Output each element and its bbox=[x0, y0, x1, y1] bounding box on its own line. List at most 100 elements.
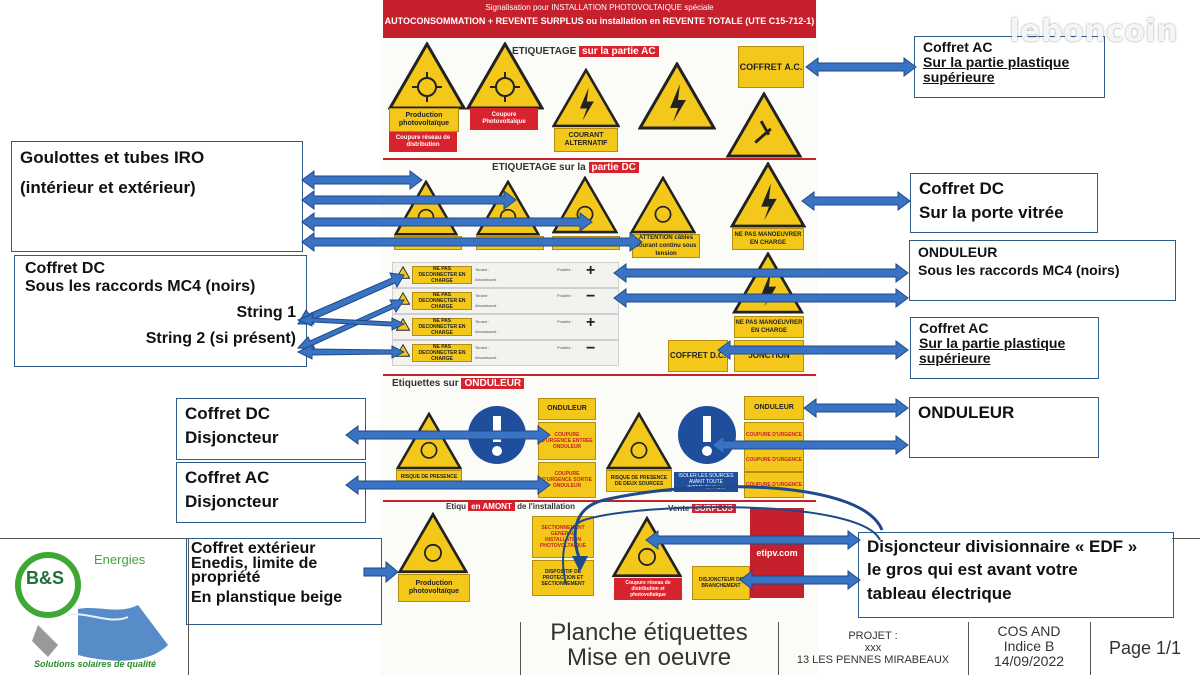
footer-divider bbox=[520, 622, 521, 675]
section-onduleur-prefix: Etiquettes sur bbox=[392, 378, 459, 389]
note-line: String 2 (si présent) bbox=[145, 330, 296, 347]
note-coffret-exterieur: Coffret extérieur Enedis, limite de prop… bbox=[186, 538, 382, 625]
label-ne-pas-deconnecter: NE PAS DECONNECTER EN CHARGE bbox=[412, 266, 472, 284]
solar-warning-icon bbox=[398, 512, 468, 574]
row-polarite: Polarité : bbox=[557, 345, 573, 350]
double-arrow bbox=[711, 435, 909, 455]
section-dc-title: ETIQUETAGE sur la partie DC bbox=[492, 162, 639, 173]
solar-warning-icon bbox=[630, 176, 696, 234]
footer-top-line bbox=[1172, 538, 1200, 539]
double-arrow bbox=[805, 57, 917, 77]
footer-divider bbox=[968, 622, 969, 675]
footer-projet-value: xxx bbox=[864, 642, 882, 654]
solar-warning-icon bbox=[612, 516, 682, 578]
note-line: Enedis, limite de bbox=[191, 555, 318, 572]
footer-title: Planche étiquettes Mise en oeuvre bbox=[522, 620, 776, 670]
row-tenant: Tenant : bbox=[475, 345, 490, 350]
label-ne-pas-manoeuvrer-2: NE PAS MANOEUVRER EN CHARGE bbox=[734, 316, 804, 338]
note-line: Sur la partie plastique bbox=[919, 335, 1066, 351]
double-arrow bbox=[613, 288, 909, 308]
double-arrow bbox=[803, 398, 909, 418]
double-arrow bbox=[297, 272, 405, 325]
note-onduleur-mc4: ONDULEUR Sous les raccords MC4 (noirs) bbox=[909, 240, 1176, 301]
label-disjoncteur-branchement: DISJONCTEUR DE BRANCHEMENT bbox=[692, 566, 750, 600]
note-line: Sur la partie plastique bbox=[923, 54, 1070, 70]
double-arrow bbox=[645, 530, 861, 550]
row-aboutissant: Aboutissant : bbox=[475, 303, 499, 308]
note-title: Coffret AC bbox=[919, 320, 989, 336]
footer-date: 14/09/2022 bbox=[993, 653, 1065, 669]
note-line: En planstique beige bbox=[191, 589, 343, 606]
note-line: Disjoncteur bbox=[185, 492, 279, 511]
note-title: Coffret DC bbox=[185, 404, 270, 423]
label-attention-courant: ATTENTION câbles courant continu sous te… bbox=[632, 234, 700, 258]
row-aboutissant: Aboutissant : bbox=[475, 329, 499, 334]
section-ac-red: sur la partie AC bbox=[579, 46, 659, 57]
label-ne-pas-deconnecter: NE PAS DECONNECTER EN CHARGE bbox=[412, 344, 472, 362]
company-logo bbox=[15, 552, 168, 661]
double-arrow bbox=[301, 212, 593, 232]
label-coupure-urgence-entree: COUPURE D'URGENCE ENTREE ONDULEUR bbox=[538, 422, 596, 460]
double-arrow bbox=[345, 475, 551, 495]
label-production-pv-2: Production photovoltaïque bbox=[398, 574, 470, 602]
section-ac-prefix: ETIQUETAGE bbox=[512, 46, 577, 57]
electric-warning-icon bbox=[638, 62, 716, 130]
section-amont-prefix: Etiqu bbox=[446, 502, 466, 511]
section-dc-prefix: ETIQUETAGE sur la bbox=[492, 162, 586, 173]
note-title: Coffret DC bbox=[919, 179, 1004, 198]
double-arrow bbox=[301, 170, 423, 190]
label-coupure-urgence-sortie: COUPURE D'URGENCE SORTIE ONDULEUR bbox=[538, 462, 596, 498]
note-goulottes: Goulottes et tubes IRO (intérieur et ext… bbox=[11, 141, 303, 252]
section-divider bbox=[383, 158, 816, 160]
sheet-header-line1: Signalisation pour INSTALLATION PHOTOVOL… bbox=[485, 3, 714, 12]
label-jonction: JONCTION bbox=[734, 340, 804, 372]
label-courant-alternatif: COURANT ALTERNATIF bbox=[554, 128, 618, 152]
section-vente-red: SURPLUS bbox=[691, 504, 736, 513]
arrow-right bbox=[363, 560, 399, 584]
electrocution-warning-icon bbox=[725, 92, 803, 158]
label-ne-pas-manoeuvrer-1: NE PAS MANOEUVRER EN CHARGE bbox=[732, 228, 804, 250]
note-line: Disjoncteur bbox=[185, 428, 279, 447]
row-polarite: Polarité : bbox=[557, 319, 573, 324]
section-amont-title: Etiqu en AMONT de l'installation bbox=[446, 502, 575, 511]
note-disjoncteur-edf: Disjoncteur divisionnaire « EDF » le gro… bbox=[858, 532, 1174, 618]
section-onduleur-red: ONDULEUR bbox=[461, 378, 525, 389]
label-sectionnement: SECTIONNEMENT GENERAL INSTALLATION PHOTO… bbox=[532, 516, 594, 558]
section-ac-title: ETIQUETAGE sur la partie AC bbox=[512, 46, 659, 57]
curved-arrow bbox=[573, 485, 884, 561]
footer-projet-address: 13 LES PENNES MIRABEAUX bbox=[796, 654, 950, 666]
note-line: le gros qui est avant votre bbox=[867, 560, 1078, 579]
note-onduleur: ONDULEUR bbox=[909, 397, 1099, 458]
logo-slogan: Solutions solaires de qualité bbox=[34, 659, 157, 669]
solar-warning-icon bbox=[606, 412, 672, 470]
label-onduleur-1: ONDULEUR bbox=[538, 398, 596, 420]
footer-company: COS AND bbox=[997, 623, 1061, 639]
solar-warning-icon bbox=[396, 412, 462, 470]
label-ne-pas-deconnecter: NE PAS DECONNECTER EN CHARGE bbox=[412, 318, 472, 336]
note-line: (intérieur et extérieur) bbox=[20, 178, 196, 197]
label-ne-pas-deconnecter: NE PAS DECONNECTER EN CHARGE bbox=[412, 292, 472, 310]
row-tenant: Tenant : bbox=[475, 293, 490, 298]
double-arrow bbox=[739, 570, 861, 590]
solar-warning-icon bbox=[388, 42, 466, 110]
double-arrow bbox=[717, 340, 909, 360]
note-title: Disjoncteur divisionnaire « EDF » bbox=[867, 537, 1138, 556]
footer-divider bbox=[778, 622, 779, 675]
row-polarite: Polarité : bbox=[557, 267, 573, 272]
row-tenant: Tenant : bbox=[475, 267, 490, 272]
footer-title-line2: Mise en oeuvre bbox=[566, 644, 732, 671]
label-onduleur-2: ONDULEUR bbox=[744, 396, 804, 420]
sheet-header-line2: AUTOCONSOMMATION + REVENTE SURPLUS ou in… bbox=[384, 16, 815, 26]
label-production-pv: Production photovoltaïque bbox=[389, 108, 459, 132]
double-arrow bbox=[613, 263, 909, 283]
footer-divider bbox=[1090, 622, 1091, 675]
section-amont-red: en AMONT bbox=[468, 502, 515, 511]
footer-projet-label: PROJET : bbox=[848, 630, 898, 642]
curved-arrow bbox=[562, 506, 881, 585]
curved-arrow-head bbox=[572, 556, 588, 572]
note-line: Sous les raccords MC4 (noirs) bbox=[25, 278, 256, 295]
section-divider bbox=[383, 374, 816, 376]
note-title: Coffret AC bbox=[185, 468, 270, 487]
note-coffret-dc-mc4: Coffret DC Sous les raccords MC4 (noirs)… bbox=[14, 255, 307, 367]
double-arrow bbox=[301, 232, 643, 252]
